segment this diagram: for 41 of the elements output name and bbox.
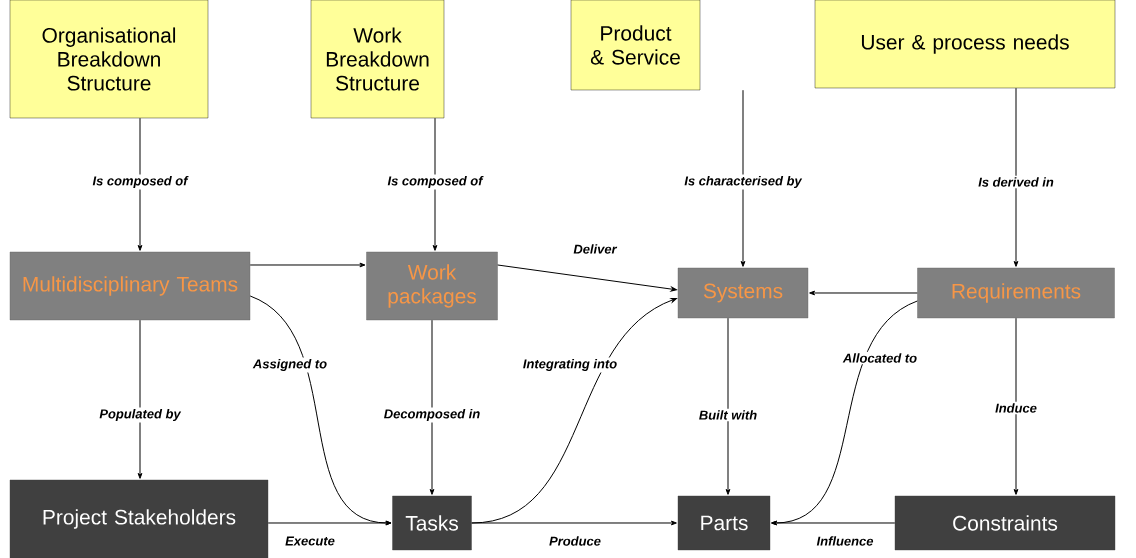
entity-box: Constraints [894,495,1116,551]
edge-label: Is composed of [386,174,484,190]
entity-box: Project Stakeholders [9,479,269,558]
arrow [771,520,896,526]
arrow [809,290,918,296]
label-box: Product & Service [570,0,701,91]
edge-label: Populated by [97,407,183,423]
edge-label: Influence [815,534,875,548]
arrow [471,520,677,526]
edge-label: Is derived in [976,175,1056,189]
edge-label: Built with [697,408,759,422]
concept-box: Requirements [917,267,1115,319]
entity-box: Tasks [392,495,472,551]
concept-box: Multidisciplinary Teams [9,251,251,321]
arrow [429,319,435,495]
arrow [432,117,438,251]
label-box: User & process needs [814,0,1116,89]
entity-box: Parts [677,495,771,551]
edge-label: Is characterised by [682,174,804,190]
arrow [497,264,677,292]
edge-label: Produce [547,534,603,548]
edge-label: Integrating into [521,357,619,373]
edge-label: Assigned to [251,357,329,373]
label-box: Organisational Breakdown Structure [9,0,209,119]
edge-label: Allocated to [841,351,919,365]
edge-label: Induce [993,401,1039,415]
arrow [137,319,143,479]
arrow [1013,317,1019,495]
arrow [725,317,731,495]
arrow [137,117,143,251]
arrow [267,520,392,526]
arrow [740,89,746,267]
edge-label: Deliver [571,242,619,256]
edge-label: Execute [283,534,337,547]
arrow [1013,87,1019,267]
concept-box: Work packages [366,251,498,321]
concept-box: Systems [677,267,809,319]
edge-label: Is composed of [91,174,189,190]
label-box: Work Breakdown Structure [310,0,445,119]
arrow [249,262,366,268]
edge-label: Decomposed in [382,407,482,423]
